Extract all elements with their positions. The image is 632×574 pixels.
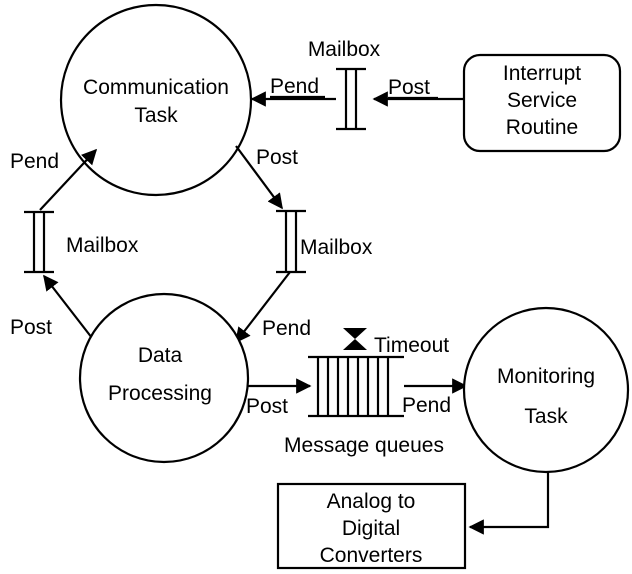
- comm-post-arrow: [235, 145, 283, 210]
- communication-task-node: Communication Task: [59, 3, 253, 197]
- queue-pend-label: Pend: [402, 394, 451, 417]
- dp-pend-arrow: [235, 271, 291, 344]
- isr-post-label: Post: [388, 76, 430, 99]
- adc-label-line3: Converters: [320, 544, 423, 567]
- left-pend-label: Pend: [10, 150, 59, 173]
- timeout-hourglass-icon: [343, 328, 367, 350]
- isr-label-line1: Interrupt: [503, 62, 581, 85]
- isr-label-line2: Service: [507, 89, 577, 112]
- message-queue-label: Message queues: [284, 434, 444, 457]
- queue-post-label: Post: [246, 395, 288, 418]
- adc-arrow: [468, 472, 550, 535]
- dp-pend-label: Pend: [262, 317, 311, 340]
- right-mailbox: Mailbox: [276, 209, 373, 274]
- monitoring-task-label-line2: Task: [524, 405, 568, 428]
- comm-post-label: Post: [256, 146, 298, 169]
- isr-label-line3: Routine: [506, 116, 578, 139]
- data-processing-label-line2: Processing: [108, 382, 212, 405]
- adc-label-line2: Digital: [342, 517, 400, 540]
- monitoring-task-node: Monitoring Task: [462, 306, 630, 474]
- timeout-label: Timeout: [374, 334, 449, 357]
- communication-task-label-line2: Task: [134, 104, 178, 127]
- data-processing-node: Data Processing: [78, 292, 250, 464]
- dp-post-left-arrow: [43, 274, 93, 339]
- right-mailbox-label: Mailbox: [300, 236, 373, 259]
- left-mailbox: Mailbox: [24, 210, 139, 274]
- comm-pend-label: Pend: [270, 75, 319, 98]
- adc-label-line1: Analog to: [327, 490, 416, 513]
- data-processing-label-line1: Data: [138, 344, 183, 367]
- monitoring-task-label-line1: Monitoring: [497, 365, 595, 388]
- left-mailbox-label: Mailbox: [66, 234, 139, 257]
- dp-post-left-label: Post: [10, 316, 52, 339]
- top-mailbox-label: Mailbox: [308, 38, 381, 61]
- top-mailbox: Mailbox: [308, 38, 381, 131]
- left-pend-arrow: [39, 148, 98, 211]
- message-queue: Message queues: [284, 355, 444, 457]
- isr-node: Interrupt Service Routine: [462, 53, 622, 153]
- communication-task-label-line1: Communication: [83, 76, 229, 99]
- adc-node: Analog to Digital Converters: [276, 482, 467, 570]
